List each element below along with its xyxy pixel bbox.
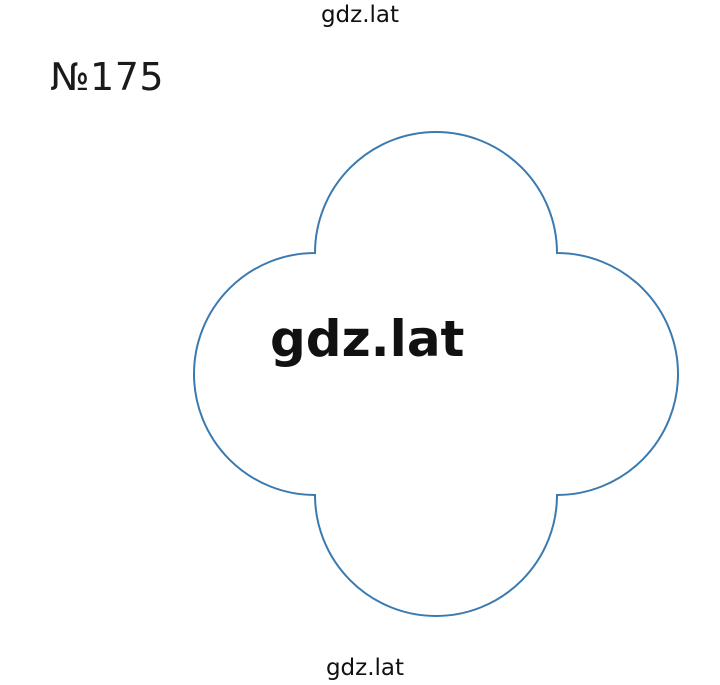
watermark-top: gdz.lat (320, 2, 400, 28)
quatrefoil-outline (193, 131, 679, 617)
watermark-bottom: gdz.lat (325, 655, 405, 681)
problem-number: №175 (50, 55, 165, 99)
watermark-center: gdz.lat (270, 310, 465, 368)
